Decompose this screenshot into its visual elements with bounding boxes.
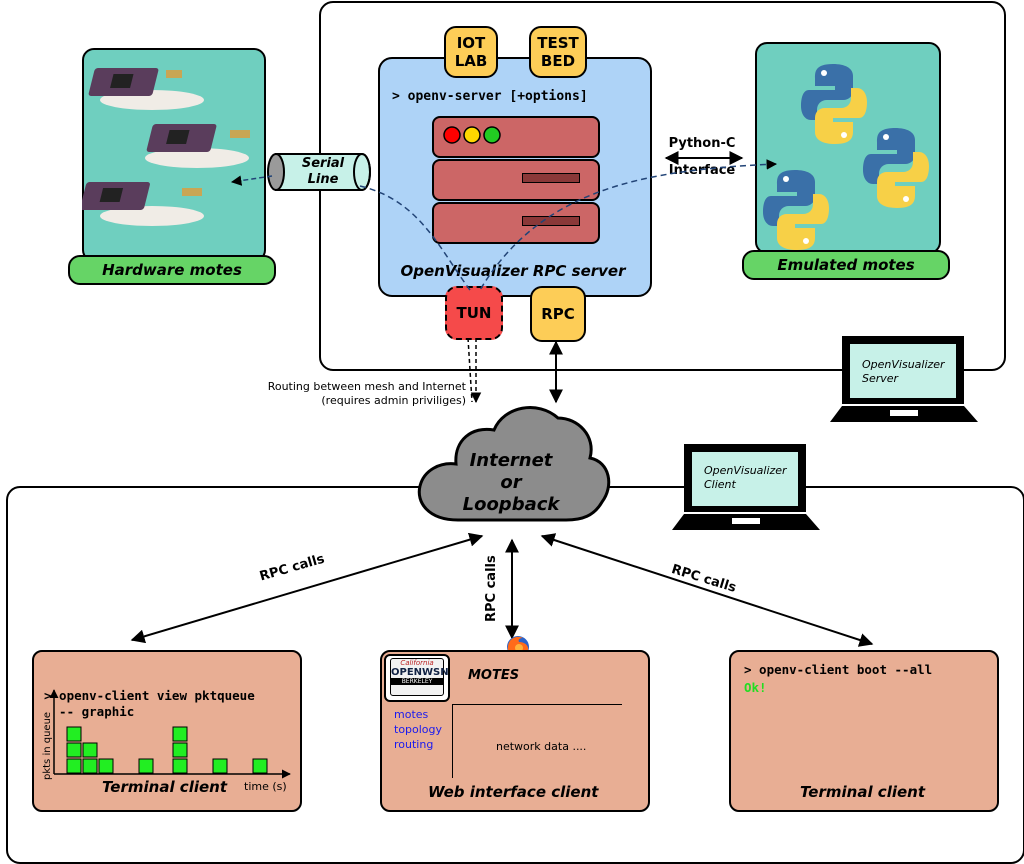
queue-packet-square <box>172 726 188 742</box>
yellow-light-icon <box>463 126 481 144</box>
web-divider-horizontal <box>452 704 622 705</box>
python-icon <box>763 170 829 250</box>
queue-packet-square <box>66 742 82 758</box>
green-light-icon <box>483 126 501 144</box>
rpc-label: RPC <box>541 305 575 323</box>
web-network-data: network data .... <box>496 740 587 753</box>
chart-ylabel: pkts in queue <box>42 711 53 780</box>
queue-packet-square <box>172 758 188 774</box>
terminal-left-command: > openv-client view pktqueue -- graphic <box>44 688 255 719</box>
openwsn-logo: California OPENWSN BERKELEY <box>384 654 450 702</box>
serial-dashed-line <box>359 185 471 291</box>
rpc-calls-label-center: RPC calls <box>484 555 499 622</box>
status-lights <box>443 126 501 144</box>
rpc-calls-left-arrow <box>130 532 484 644</box>
client-laptop-icon <box>672 444 820 530</box>
board-1 <box>88 68 204 110</box>
queue-packet-square <box>82 742 98 758</box>
tun-interface[interactable]: TUN <box>445 286 503 340</box>
web-divider-vertical <box>452 704 453 778</box>
cloud-icon <box>417 406 611 522</box>
server-title: OpenVisualizer RPC server <box>400 262 626 280</box>
terminal-left-title: Terminal client <box>102 778 228 796</box>
red-light-icon <box>443 126 461 144</box>
python-icon <box>801 64 867 144</box>
python-icon <box>863 128 929 208</box>
queue-packet-square <box>172 742 188 758</box>
web-client-title: Web interface client <box>428 783 599 801</box>
tun-label: TUN <box>456 304 492 322</box>
queue-packet-square <box>82 758 98 774</box>
tun-to-cloud-line-1 <box>467 337 473 403</box>
board-2 <box>145 124 250 168</box>
queue-packet-square <box>66 758 82 774</box>
python-logos <box>763 64 929 250</box>
drive-slot-icon <box>522 173 580 183</box>
queue-packet-square <box>98 758 114 774</box>
server-laptop-icon <box>830 336 978 422</box>
board-3 <box>82 182 204 226</box>
emulated-motes-label: Emulated motes <box>742 250 950 280</box>
serial-line-cylinder <box>267 153 371 191</box>
routing-note: Routing between mesh and Internet(requir… <box>267 380 466 407</box>
packet-queue-chart <box>49 689 291 779</box>
terminal-right-title: Terminal client <box>800 783 926 801</box>
web-menu-routing[interactable]: routing <box>394 738 434 751</box>
rpc-calls-right-arrow <box>540 533 874 647</box>
server-command: > openv-server [+options] <box>392 89 588 104</box>
terminal-right-command: > openv-client boot --all <box>744 662 933 677</box>
queue-packet-square <box>252 758 268 774</box>
web-heading: MOTES <box>468 668 520 683</box>
hardware-dashed-arrow <box>230 175 273 186</box>
python-c-interface-label: Python-C Interface <box>668 136 736 178</box>
queue-packet-square <box>66 726 82 742</box>
chart-xlabel: time (s) <box>244 780 287 793</box>
terminal-client-right <box>729 650 999 812</box>
queue-packet-square <box>212 758 228 774</box>
hardware-board-images <box>82 68 250 226</box>
hardware-motes-label: Hardware motes <box>68 255 276 285</box>
web-menu-topology[interactable]: topology <box>394 723 443 736</box>
emulated-dashed-line <box>479 159 778 291</box>
terminal-right-result: Ok! <box>744 680 767 695</box>
queue-packet-square <box>138 758 154 774</box>
web-menu-motes[interactable]: motes <box>394 708 429 721</box>
